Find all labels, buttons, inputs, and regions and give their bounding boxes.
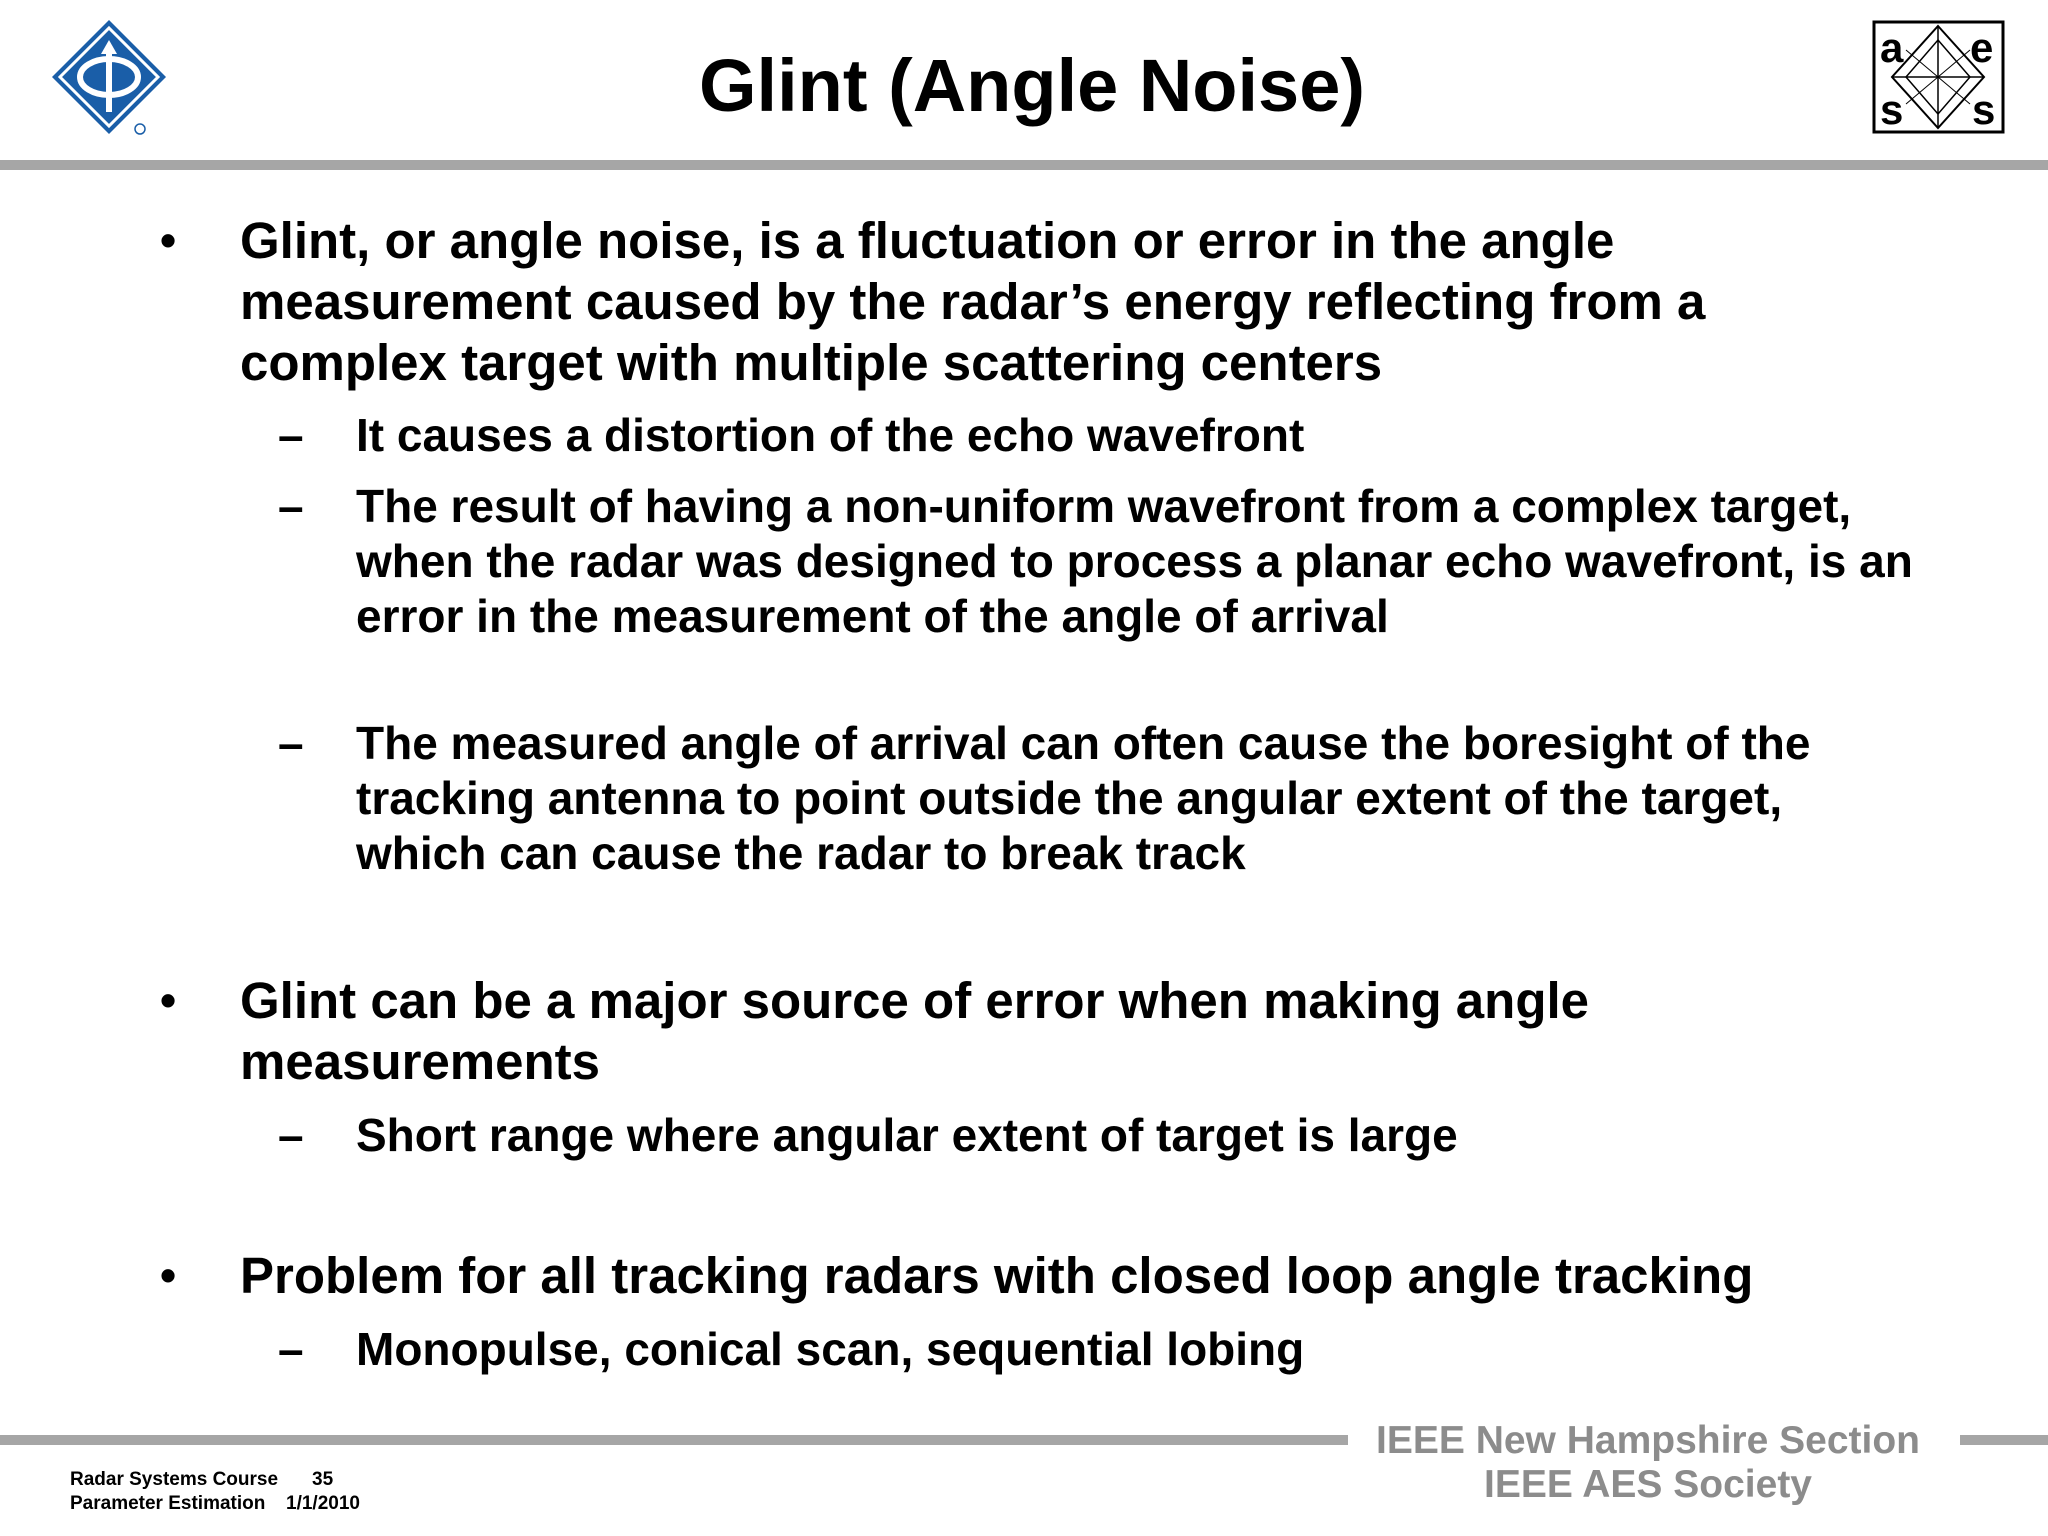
footer-date: 1/1/2010 xyxy=(286,1493,360,1514)
sub-bullet-marker: – xyxy=(278,717,304,769)
sub-bullet-text: Monopulse, conical scan, sequential lobi… xyxy=(356,1323,1305,1375)
sub-bullet-text: The result of having a non-uniform wavef… xyxy=(356,480,1913,642)
sub-bullet-marker: – xyxy=(278,480,304,532)
footer-divider-right xyxy=(1960,1435,2048,1445)
aes-logo-letter-e: e xyxy=(1970,24,1993,71)
aes-logo-letter-s-right: s xyxy=(1972,86,1995,133)
bullet-marker: • xyxy=(160,974,177,1026)
ieee-logo xyxy=(52,20,166,135)
sub-bullet-text: Short range where angular extent of targ… xyxy=(356,1109,1458,1161)
footer-section-name: Parameter Estimation xyxy=(70,1493,266,1514)
bullet-text: Glint, or angle noise, is a fluctuation … xyxy=(240,212,1706,391)
sub-bullet-marker: – xyxy=(278,1323,304,1375)
sub-bullet-text: The measured angle of arrival can often … xyxy=(356,717,1811,879)
footer-organization-line2: IEEE AES Society xyxy=(1483,1463,1812,1506)
sub-bullet-marker: – xyxy=(278,1109,304,1161)
bullet-marker: • xyxy=(160,1249,177,1301)
bullet-text: Glint can be a major source of error whe… xyxy=(240,972,1590,1090)
footer-divider-left xyxy=(0,1435,1348,1445)
aes-logo-letter-s-left: s xyxy=(1880,86,1903,133)
sub-bullet-marker: – xyxy=(278,409,304,461)
aes-logo-letter-a: a xyxy=(1880,24,1904,71)
bullet-marker: • xyxy=(160,214,177,266)
slide-title: Glint (Angle Noise) xyxy=(699,44,1365,127)
footer-course-name: Radar Systems Course xyxy=(70,1469,279,1490)
aes-society-logo: a e s s xyxy=(1872,20,2005,134)
bullet-text: Problem for all tracking radars with clo… xyxy=(240,1247,1754,1304)
sub-bullet-text: It causes a distortion of the echo wavef… xyxy=(356,409,1305,461)
header-divider xyxy=(0,160,2048,170)
footer-organization-line1: IEEE New Hampshire Section xyxy=(1375,1419,1920,1462)
footer-page-number: 35 xyxy=(312,1469,334,1490)
